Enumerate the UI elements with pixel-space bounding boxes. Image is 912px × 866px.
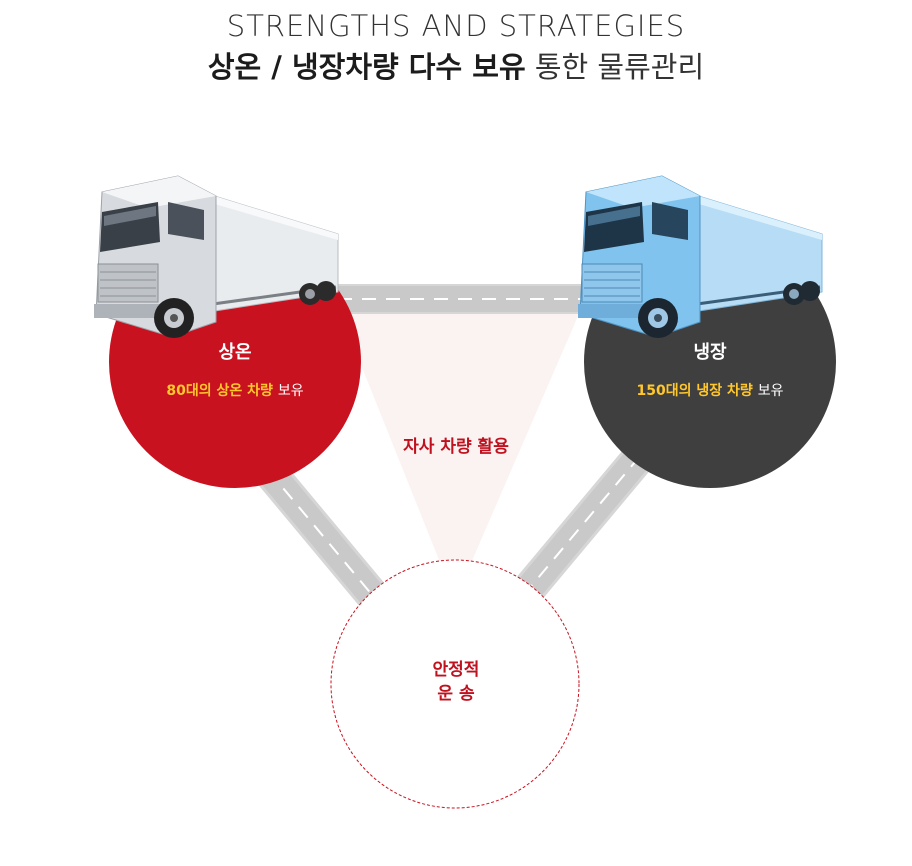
header-title-ko-light: 통한 물류관리: [534, 50, 705, 84]
road-right: [514, 445, 654, 601]
left-node-sub-rest: 보유: [277, 383, 304, 399]
right-node-sub: 150대의 냉장 차량 보유: [595, 380, 825, 400]
header-title-en: STRENGTHS AND STRATEGIES: [226, 9, 686, 43]
left-node-label: 상온: [218, 342, 252, 363]
truck-icon: [94, 175, 339, 338]
bottom-node-line2: 운 송: [437, 684, 475, 704]
bottom-node-line1: 안정적: [432, 660, 480, 680]
header: STRENGTHS AND STRATEGIES 상온 / 냉장차량 다수 보유…: [0, 8, 912, 88]
bottom-node-circle: [330, 559, 580, 809]
center-label: 자사 차량 활용: [403, 437, 509, 457]
truck-icon: [578, 175, 823, 338]
triangle-area: [335, 300, 585, 600]
right-node: 냉장 150대의 냉장 차량 보유: [595, 338, 825, 400]
right-node-sub-highlight: 150대의 냉장 차량: [636, 383, 753, 399]
right-node-sub-rest: 보유: [757, 383, 784, 399]
left-node-sub-highlight: 80대의 상온 차량: [166, 383, 273, 399]
road-left: [254, 459, 392, 613]
right-node-label: 냉장: [693, 342, 727, 363]
left-node: 상온 80대의 상온 차량 보유: [120, 338, 350, 400]
header-title-ko: 상온 / 냉장차량 다수 보유 통한 물류관리: [0, 46, 912, 88]
left-node-sub: 80대의 상온 차량 보유: [120, 380, 350, 400]
header-title-ko-bold: 상온 / 냉장차량 다수 보유: [207, 50, 526, 84]
bottom-node: 안정적 운 송: [356, 658, 556, 706]
